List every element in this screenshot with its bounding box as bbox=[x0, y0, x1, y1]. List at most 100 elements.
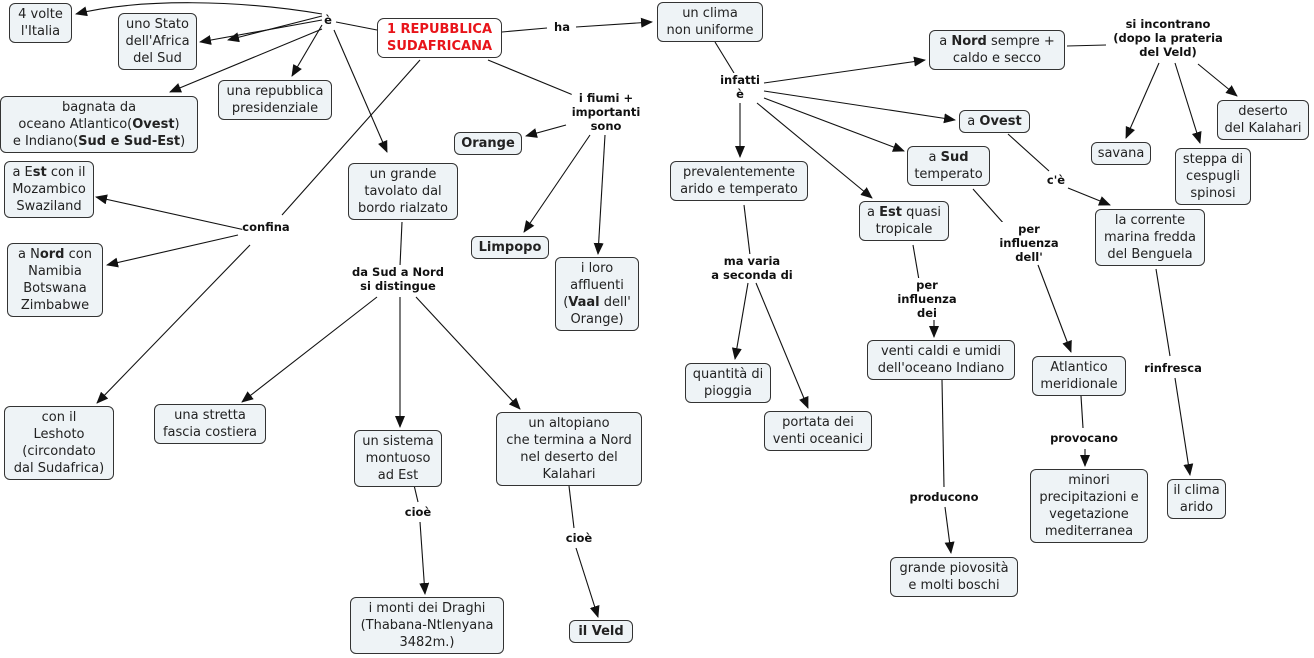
text: Orange bbox=[461, 136, 515, 151]
arrow-connector bbox=[731, 282, 749, 360]
link-producono[interactable]: producono bbox=[909, 490, 979, 504]
line-connector bbox=[413, 484, 419, 503]
text-line: uno Stato bbox=[124, 16, 191, 33]
arrow-connector bbox=[1067, 187, 1111, 206]
link-provocano[interactable]: provocano bbox=[1050, 431, 1118, 445]
text: marina fredda bbox=[1103, 230, 1197, 245]
link-cioe-2[interactable]: cioè bbox=[565, 531, 593, 545]
node-limpopo[interactable]: Limpopo bbox=[471, 236, 549, 259]
link-ce[interactable]: c'è bbox=[1046, 173, 1066, 187]
line-connector bbox=[1080, 395, 1084, 429]
node-nord-caldo[interactable]: a Nord sempre +caldo e secco bbox=[929, 30, 1065, 70]
text: confina bbox=[242, 220, 290, 234]
text: savana bbox=[1097, 146, 1145, 161]
text-line: a Nord sempre + bbox=[935, 33, 1059, 50]
text: un altopiano bbox=[528, 416, 610, 431]
text-line: spinosi bbox=[1181, 185, 1245, 202]
text-line: ha bbox=[554, 20, 570, 34]
text: i loro bbox=[580, 261, 614, 276]
line-connector bbox=[714, 41, 735, 74]
text: dei bbox=[917, 306, 937, 320]
text-line: cioè bbox=[405, 505, 431, 519]
text: minori bbox=[1068, 473, 1110, 488]
text-line: i monti dei Draghi bbox=[356, 600, 498, 617]
text-line: per bbox=[999, 222, 1058, 236]
link-ha[interactable]: ha bbox=[554, 20, 570, 34]
link-e[interactable]: è bbox=[324, 13, 332, 27]
text-line: venti oceanici bbox=[770, 431, 866, 448]
text-line: a Sud bbox=[913, 149, 984, 166]
text: del Benguela bbox=[1107, 247, 1193, 262]
link-confina[interactable]: confina bbox=[242, 220, 290, 234]
link-rinfresca[interactable]: rinfresca bbox=[1144, 361, 1202, 375]
text-line: Swaziland bbox=[10, 198, 88, 215]
arrow-connector bbox=[593, 134, 606, 255]
text-line: precipitazioni e bbox=[1036, 489, 1142, 506]
text-line: per bbox=[897, 278, 956, 292]
text: (Thabana-Ntlenyana bbox=[360, 618, 494, 633]
text: Kalahari bbox=[542, 467, 596, 482]
arrow-connector bbox=[169, 28, 323, 93]
arrow-connector bbox=[75, 2, 323, 17]
text: venti oceanici bbox=[772, 432, 864, 447]
text-line: del Sud bbox=[124, 50, 191, 67]
line-connector bbox=[941, 379, 945, 488]
node-ovest[interactable]: a Ovest bbox=[959, 110, 1030, 133]
text-line: e Indiano(Sud e Sud-Est) bbox=[6, 133, 192, 150]
node-veld[interactable]: il Veld bbox=[569, 620, 633, 643]
text: un grande bbox=[369, 167, 437, 182]
node-savana[interactable]: savana bbox=[1091, 142, 1151, 165]
text: Botswana bbox=[23, 281, 87, 296]
text: ) bbox=[180, 134, 186, 149]
arrow-connector bbox=[95, 194, 255, 233]
text: per bbox=[1018, 222, 1040, 236]
text-line: arido e temperato bbox=[676, 181, 802, 198]
arrow-connector bbox=[523, 134, 591, 233]
node-orange[interactable]: Orange bbox=[454, 132, 522, 155]
text-line: Orange) bbox=[561, 311, 633, 328]
text: a bbox=[939, 34, 952, 49]
arrow-connector bbox=[1174, 62, 1202, 144]
text-line: Limpopo bbox=[477, 239, 543, 256]
arrow-connector bbox=[291, 24, 323, 77]
link-cioe-1[interactable]: cioè bbox=[404, 505, 432, 519]
text: del Kalahari bbox=[1224, 121, 1302, 136]
text-line: tavolato dal bbox=[354, 183, 452, 200]
text-line: presidenziale bbox=[224, 100, 326, 117]
